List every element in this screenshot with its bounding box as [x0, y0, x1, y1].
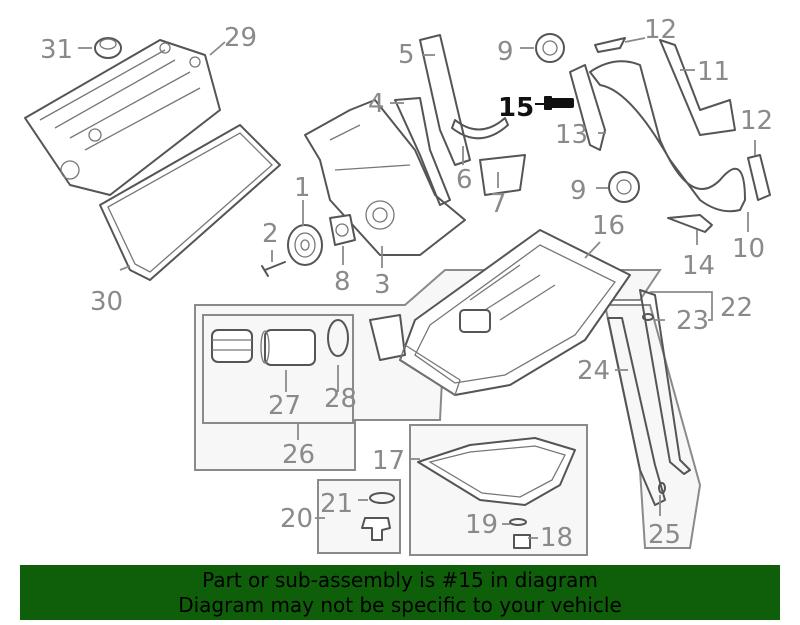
chain-guide-13	[569, 64, 606, 151]
sensor-box	[317, 479, 401, 554]
callout-26: 26	[282, 440, 315, 470]
dipstick	[639, 289, 691, 475]
camshaft-sprocket-upper	[535, 33, 565, 63]
callout-17: 17	[372, 446, 405, 476]
tensioner-bracket	[479, 154, 526, 196]
chain-tensioner-11	[659, 39, 736, 136]
callout-24: 24	[577, 356, 610, 386]
camshaft-sprocket-lower	[608, 171, 640, 203]
callout-16: 16	[592, 211, 625, 241]
dipstick-o-ring	[642, 313, 654, 321]
exploded-engine-diagram: 31 29 30 1 2 3 8 4 5 6 7 9 9 12 11 12 13…	[24, 15, 773, 556]
callout-9-upper: 9	[497, 37, 514, 67]
callout-12-upper: 12	[644, 15, 677, 45]
oil-pan-lower	[417, 437, 576, 506]
callout-5: 5	[398, 40, 415, 70]
valve-cover	[24, 39, 221, 196]
timing-chain	[589, 60, 746, 213]
callout-1: 1	[294, 173, 311, 203]
callout-14: 14	[682, 251, 715, 281]
oil-filler-cap	[94, 37, 122, 59]
callout-22: 22	[720, 293, 753, 323]
chain-guide-upper	[451, 117, 509, 140]
callout-9-lower: 9	[570, 176, 587, 206]
banner-line-2: Diagram may not be specific to your vehi…	[178, 593, 622, 617]
dipstick-seal	[658, 482, 666, 494]
callout-21: 21	[320, 489, 353, 519]
dipstick-box	[603, 304, 702, 549]
valve-cover-gasket	[99, 124, 281, 281]
dipstick-tube	[607, 317, 666, 506]
drain-plug-washer	[509, 518, 527, 526]
oil-filter-o-ring	[327, 319, 349, 357]
callout-15-highlighted: 15	[498, 93, 534, 123]
timing-cover-gasket	[419, 34, 471, 166]
callout-20: 20	[280, 504, 313, 534]
callout-19: 19	[465, 510, 498, 540]
leader-lines	[78, 37, 756, 539]
oil-filter-housing	[211, 329, 253, 363]
callout-27: 27	[268, 391, 301, 421]
banner-line-1: Part or sub-assembly is #15 in diagram	[202, 568, 598, 592]
crank-pulley	[287, 224, 323, 266]
callout-4: 4	[368, 89, 385, 119]
callout-3: 3	[374, 270, 391, 300]
callout-2: 2	[262, 219, 279, 249]
callout-28: 28	[324, 384, 357, 414]
callout-10: 10	[732, 234, 765, 264]
chain-guide-14	[667, 214, 713, 233]
callout-8: 8	[334, 267, 351, 297]
callout-29: 29	[224, 23, 257, 53]
callout-11: 11	[697, 57, 730, 87]
oil-level-sensor	[361, 517, 391, 541]
info-banner: Part or sub-assembly is #15 in diagram D…	[20, 565, 780, 620]
oil-filter-element	[260, 329, 316, 366]
sprocket-bolt-15	[544, 96, 574, 110]
callout-13: 13	[555, 120, 588, 150]
guide-rail-12-upper	[594, 37, 626, 53]
callout-31: 31	[40, 35, 73, 65]
callout-12-lower: 12	[740, 106, 773, 136]
sensor-o-ring	[369, 492, 395, 504]
callout-18: 18	[540, 523, 573, 553]
callout-30: 30	[90, 287, 123, 317]
callout-23: 23	[676, 306, 709, 336]
callout-7: 7	[490, 189, 507, 219]
pulley-bolt	[261, 261, 286, 277]
callout-25: 25	[648, 520, 681, 550]
drain-plug	[513, 534, 531, 549]
front-seal	[329, 214, 356, 246]
timing-cover-seal	[394, 97, 451, 206]
guide-rail-12-lower	[747, 154, 771, 201]
oil-pan-upper	[369, 229, 631, 396]
callout-6: 6	[456, 165, 473, 195]
